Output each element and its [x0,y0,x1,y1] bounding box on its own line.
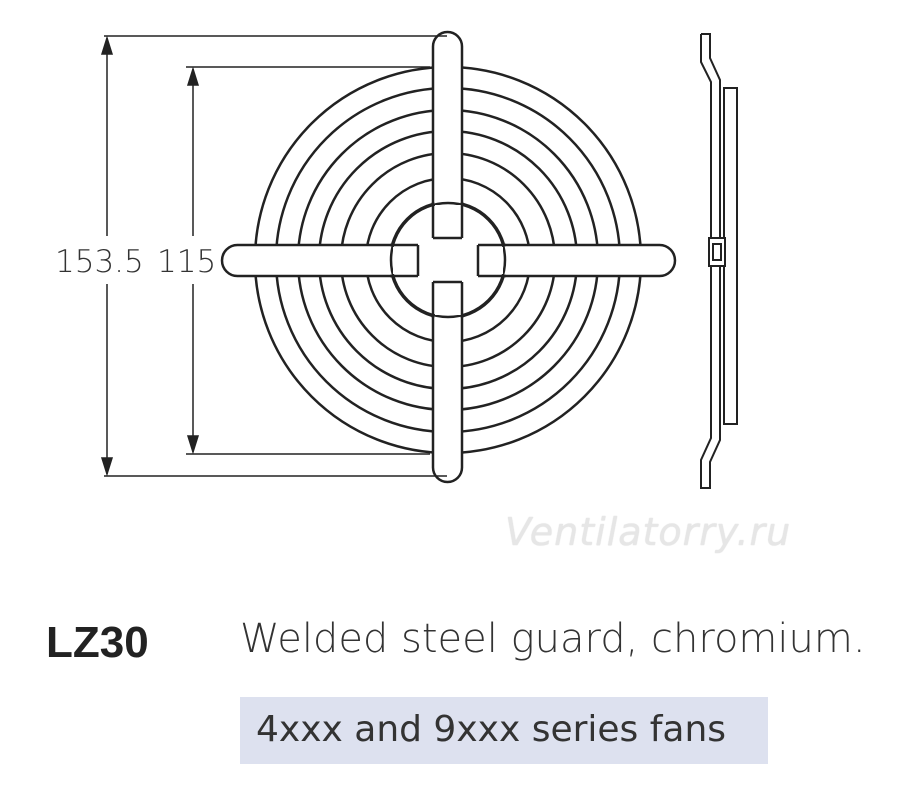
compatibility-badge: 4xxx and 9xxx series fans [240,697,768,764]
product-code: LZ30 [46,618,149,667]
watermark: Ventilatorry.ru [505,510,792,554]
dimension-inner [186,66,430,455]
compatibility-text: 4xxx and 9xxx series fans [256,709,727,750]
side-profile-view [700,33,738,489]
center-ring [389,201,507,319]
product-description: Welded steel guard, chromium. [240,616,866,662]
dimension-outer [100,35,447,477]
fan-guard-drawing: 153.5 115 [55,30,738,489]
outer-dimension-label: 153.5 [55,244,144,280]
inner-dimension-label: 115 [157,244,216,280]
